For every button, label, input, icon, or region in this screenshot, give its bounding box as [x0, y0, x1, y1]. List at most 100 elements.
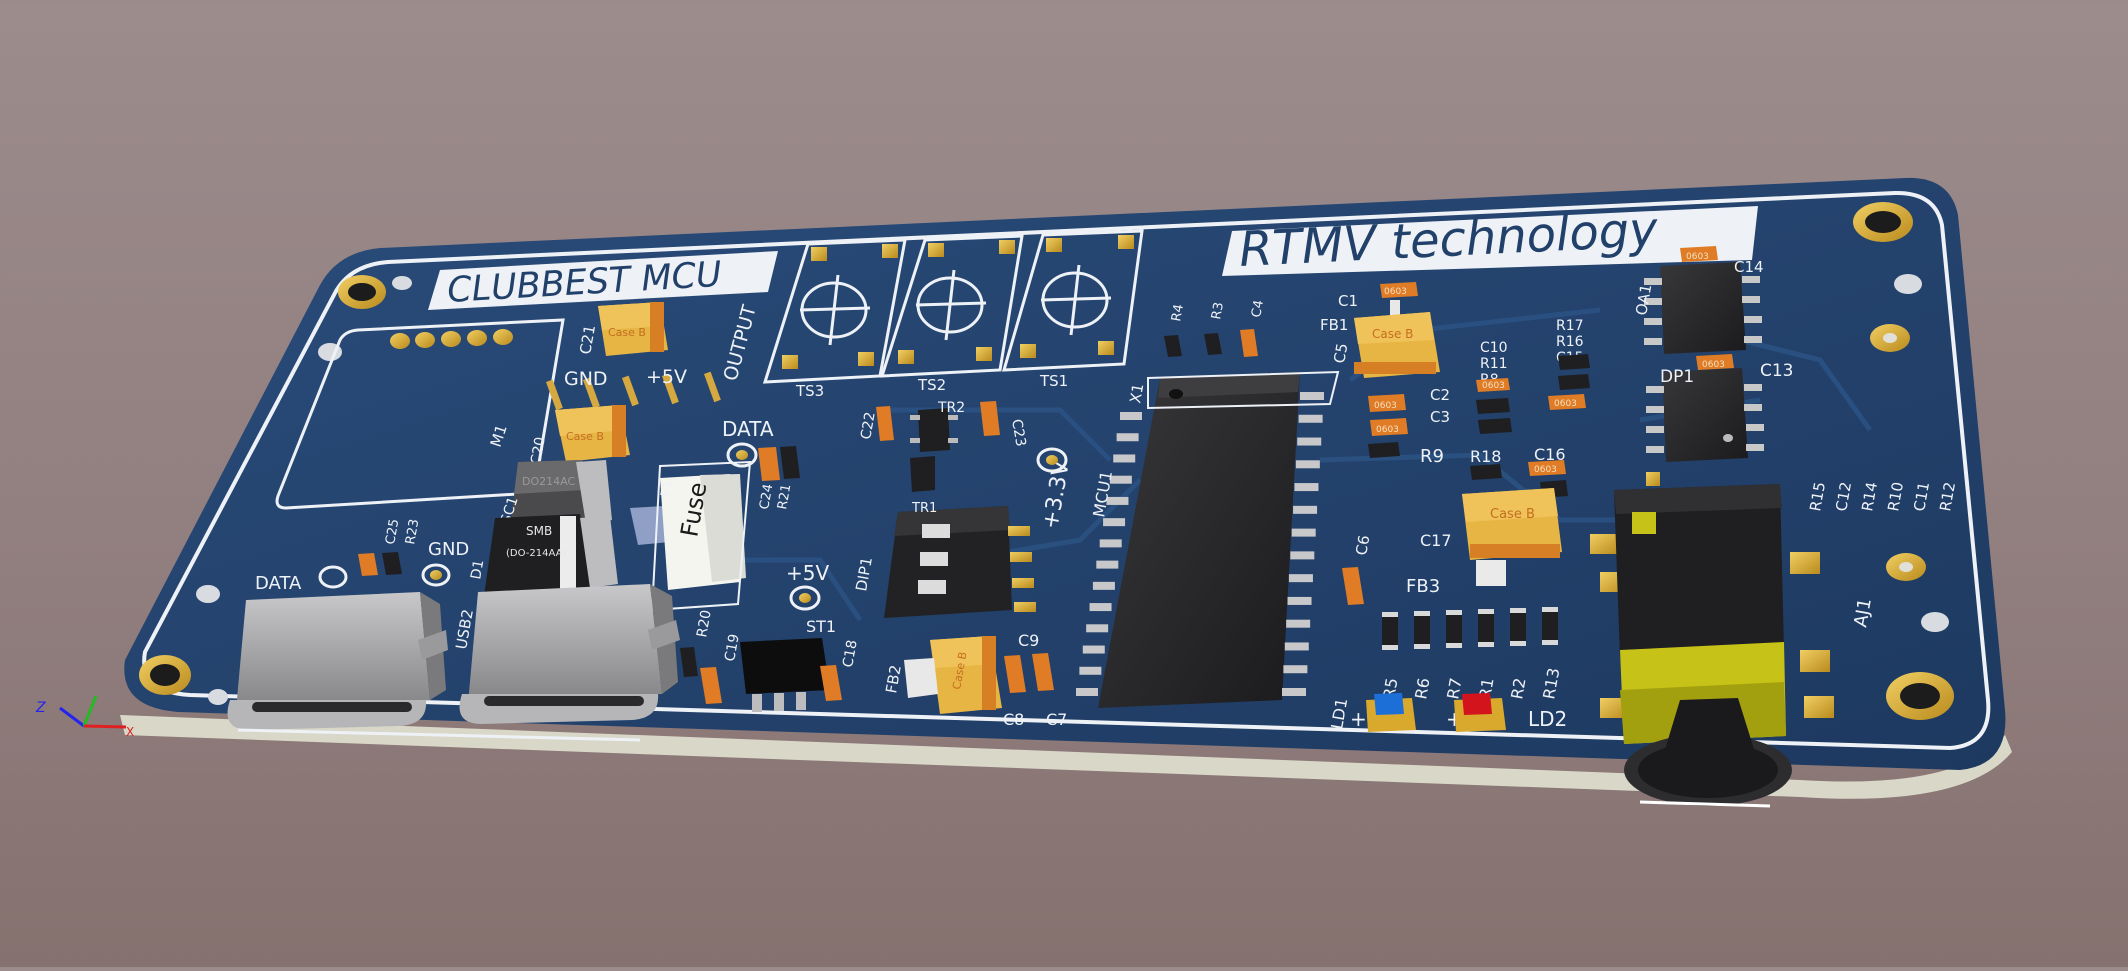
c9-label: C9: [1018, 631, 1039, 650]
fb2-label: FB2: [882, 664, 905, 695]
c24-label: C24: [757, 483, 776, 511]
r21-label: R21: [775, 483, 794, 511]
mcu1-outline: [1147, 370, 1340, 410]
ts1-label: TS1: [1039, 372, 1068, 390]
package-markings: 0603 0603 0603 0603 0603 0603 0603 0603: [1374, 252, 1725, 475]
c14-label: C14: [1734, 258, 1764, 276]
c2-label: C2: [1430, 386, 1450, 404]
c6-label: C6: [1352, 534, 1373, 557]
ts2-label: TS2: [917, 376, 946, 394]
gnd-label-left: GND: [428, 539, 469, 560]
mcu1-pin: [1298, 414, 1323, 423]
svg-text:0603: 0603: [1482, 381, 1505, 391]
ts3-switch[interactable]: [762, 238, 907, 384]
svg-text:Case B: Case B: [1372, 327, 1413, 341]
c20-label: C20: [528, 436, 549, 466]
m1-module-outline: [275, 318, 565, 510]
svg-text:Case B: Case B: [608, 326, 646, 339]
c17-cap-caseb: Case B: [1462, 488, 1562, 586]
ts2-switch[interactable]: [879, 234, 1024, 378]
svg-text:SMB: SMB: [526, 524, 552, 538]
svg-text:Case B: Case B: [566, 430, 604, 443]
bank-resistor: [1542, 611, 1558, 641]
output-header-pins: [546, 371, 721, 411]
r14-label: R14: [1858, 481, 1881, 513]
c8-label: C8: [1003, 710, 1024, 729]
c18-label: C18: [840, 639, 861, 669]
svg-text:Case B: Case B: [1490, 507, 1535, 522]
c10-r11-r8-parts: [1476, 378, 1512, 434]
st1-label: ST1: [806, 617, 836, 636]
c16-label: C16: [1534, 445, 1566, 464]
c8-c7-caps: [1004, 653, 1054, 693]
r10-label: R10: [1884, 481, 1907, 513]
mcu1-pin: [1089, 603, 1112, 612]
fb1-cap-caseb: Case B: [1354, 300, 1440, 378]
mcu1-pin: [1103, 518, 1126, 527]
d1-label: D1: [468, 559, 487, 581]
fb2-cap-caseb: Case B: [904, 636, 1002, 714]
r15-label: R15: [1806, 481, 1829, 513]
mcu1-pin: [1295, 460, 1320, 469]
dip1-switch[interactable]: [884, 506, 1036, 618]
mcu1-pins-right: [1282, 392, 1324, 696]
svg-text:0603: 0603: [1554, 399, 1577, 409]
mcu1-pin: [1286, 619, 1311, 628]
bank-resistor: [1446, 614, 1462, 644]
mcu1-pin: [1086, 624, 1109, 633]
mcu1-pin: [1096, 560, 1119, 569]
r4-r3-c4-parts: [1164, 329, 1258, 357]
mcu1-pin: [1288, 574, 1313, 583]
c25-label: C25: [383, 518, 402, 546]
c17-label: C17: [1420, 531, 1452, 550]
bank-resistor: [1478, 613, 1494, 643]
m1-header-pads: [390, 329, 513, 349]
mcu1-pin: [1116, 433, 1139, 442]
r18-res: [1470, 464, 1502, 480]
usb-c-connector-left: [227, 592, 448, 730]
c19-label: C19: [722, 633, 743, 663]
ld1-plus: +: [1350, 707, 1367, 731]
mcu1-pin: [1076, 688, 1098, 696]
r21-res: [780, 446, 800, 479]
gnd-testpoint-left: [421, 563, 451, 587]
r9-res: [1368, 442, 1400, 458]
c21-capacitor: Case B: [598, 302, 668, 356]
mcu1-pin: [1290, 551, 1315, 560]
r20-label: R20: [694, 609, 715, 639]
mcu1-pin: [1092, 581, 1115, 590]
c2-c3-caps: [1368, 394, 1408, 436]
mcu1-pin: [1282, 688, 1306, 696]
r23-label: R23: [403, 518, 422, 546]
r16-label: R16: [1556, 334, 1584, 350]
c24-cap: [758, 447, 780, 481]
c1-label: C1: [1338, 292, 1358, 310]
c18-cap: [820, 665, 842, 701]
c22-label: C22: [858, 411, 879, 441]
r2-label: R2: [1507, 676, 1529, 700]
c23-label: C23: [1008, 418, 1029, 448]
fb1-label: FB1: [1320, 316, 1348, 334]
usb-silk-line: [237, 728, 641, 742]
bank-resistor: [1414, 615, 1430, 645]
p3v3-testpoint: [1036, 447, 1068, 473]
svg-text:0603: 0603: [1686, 252, 1709, 262]
c21-label: C21: [576, 323, 599, 355]
title-plate-left: [428, 251, 778, 310]
oa1-label: OA1: [1632, 283, 1655, 317]
axis-triad: Z X: [35, 695, 134, 739]
c13-label: C13: [1760, 361, 1794, 381]
ts1-switch[interactable]: [1001, 229, 1144, 372]
c7-label: C7: [1046, 710, 1067, 729]
r3-label: R3: [1209, 301, 1227, 321]
c13-cap: [1696, 354, 1734, 370]
c4-label: C4: [1249, 299, 1267, 319]
right-resistor-labels: R15 C12 R14 R10 C11 R12: [1806, 480, 1959, 512]
r17-r16-c15-parts: [1548, 354, 1590, 410]
r11-label: R11: [1480, 356, 1508, 372]
svg-text:DO214AC: DO214AC: [522, 475, 575, 488]
c1-cap: [1380, 282, 1418, 298]
pcb-board-edge: [120, 715, 2012, 799]
